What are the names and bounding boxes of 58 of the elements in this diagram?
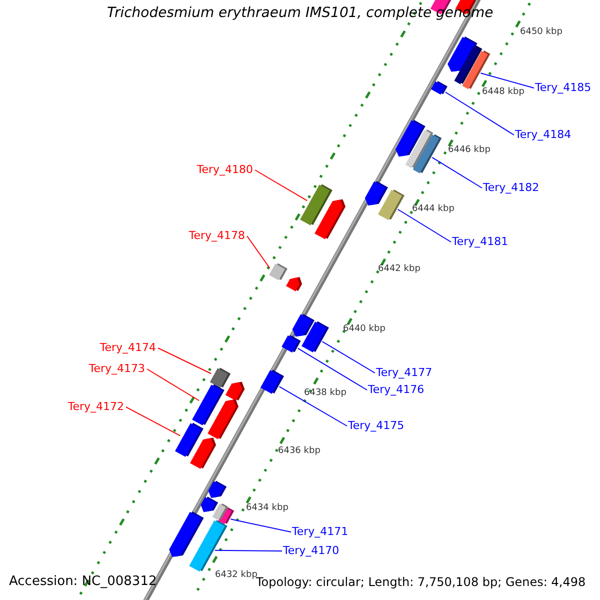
leader-line (126, 406, 181, 436)
leader-line (297, 348, 368, 390)
gene-label: Tery_4180 (196, 163, 253, 177)
gene-block (431, 81, 448, 95)
gene-block (405, 129, 434, 168)
gene-label: Tery_4181 (452, 235, 508, 249)
leader-line (214, 550, 282, 552)
gene-block (208, 399, 238, 440)
gene-block (210, 368, 231, 388)
gene-block (190, 438, 216, 469)
gene-label: Tery_4178 (188, 229, 245, 243)
gene-label: Tery_4176 (368, 383, 424, 397)
gene-label: Tery_4177 (376, 366, 432, 380)
gene-label: Tery_4173 (88, 362, 145, 376)
scale-label: 6444 kbp (412, 204, 454, 215)
gene-label: Tery_4184 (515, 128, 572, 142)
scale-label: 6438 kbp (304, 388, 346, 399)
leader-line (146, 368, 200, 402)
title: Trichodesmium erythraeum IMS101, complete genome (107, 5, 494, 21)
accession-text: Accession: NC_008312 (9, 574, 157, 589)
gene-label: Tery_4182 (483, 181, 540, 195)
gene-block (282, 335, 301, 353)
leader-line (254, 170, 308, 202)
gene-block (225, 382, 245, 401)
scale-label: 6436 kbp (278, 446, 320, 457)
gene-block (269, 263, 288, 280)
leader-line (432, 156, 482, 188)
leader-line (397, 208, 452, 242)
leader-line (444, 92, 514, 136)
leader-line (278, 386, 348, 426)
gene-label: Tery_4171 (292, 525, 348, 539)
leader-line (246, 236, 270, 268)
gene-block (212, 503, 228, 520)
gene-block (454, 45, 482, 84)
gene-label: Tery_4175 (348, 419, 404, 433)
gene-label: Tery_4172 (68, 400, 124, 414)
gene-label: Tery_4170 (283, 544, 340, 558)
leader-line (480, 72, 534, 88)
scale-label: 6442 kbp (378, 264, 420, 275)
gene-block (286, 276, 302, 292)
gene-block (314, 199, 346, 240)
gene-block (200, 496, 218, 512)
gene-label: Tery_4185 (535, 81, 592, 95)
gene-block (169, 512, 204, 557)
scale-label: 6440 kbp (343, 324, 386, 335)
genome-stats-text: Topology: circular; Length: 7,750,108 bp; Genes: 4,498 (256, 575, 586, 589)
gene-block (208, 480, 227, 498)
scale-label: 6434 kbp (246, 503, 288, 514)
gene-block (260, 370, 284, 394)
scale-label: 6432 kbp (215, 570, 258, 580)
gene-label: Tery_4174 (100, 341, 156, 355)
leader-line (322, 341, 376, 374)
leader-line (158, 348, 212, 374)
scale-label: 6450 kbp (520, 27, 562, 38)
gene-block (292, 314, 314, 337)
scale-label: 6446 kbp (448, 145, 490, 156)
scale-label: 6448 kbp (482, 87, 524, 98)
gene-block (364, 181, 388, 206)
